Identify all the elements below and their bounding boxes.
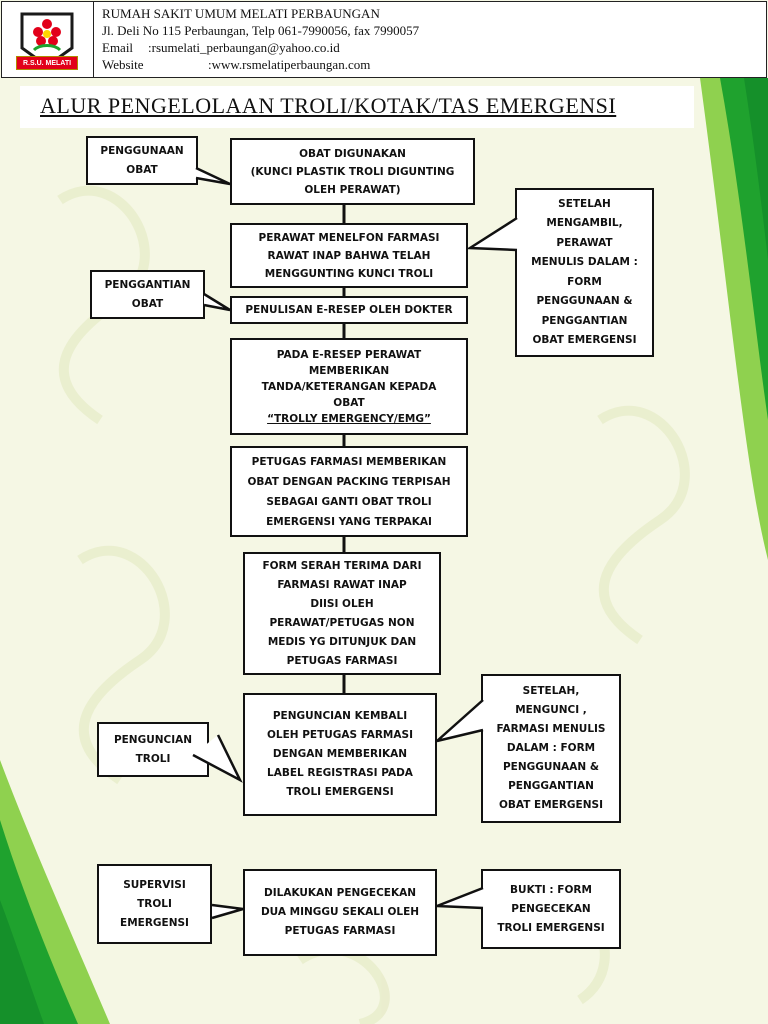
flow-step-line: PERAWAT/PETUGAS NON bbox=[269, 616, 415, 629]
right-note-line: PENGECEKAN bbox=[511, 902, 591, 915]
right-note-line: FORM bbox=[567, 275, 602, 288]
flow-step-4: PADA E-RESEP PERAWAT MEMBERIKAN TANDA/KE… bbox=[230, 338, 468, 435]
website-value[interactable]: :www.rsmelatiperbaungan.com bbox=[208, 57, 371, 72]
left-label-line: PENGGANTIAN bbox=[104, 278, 191, 291]
flow-step-line: DUA MINGGU SEKALI OLEH bbox=[260, 906, 420, 918]
flow-step-2: PERAWAT MENELFON FARMASI RAWAT INAP BAHW… bbox=[230, 223, 468, 288]
right-note-setelah-mengunci: SETELAH, MENGUNCI , FARMASI MENULIS DALA… bbox=[481, 674, 621, 823]
right-note-line: OBAT EMERGENSI bbox=[532, 334, 637, 346]
email-label: Email bbox=[102, 40, 134, 55]
flow-step-8: DILAKUKAN PENGECEKAN DUA MINGGU SEKALI O… bbox=[243, 869, 437, 956]
flow-step-line: OBAT DENGAN PACKING TERPISAH bbox=[247, 475, 451, 488]
flow-step-line: DIISI OLEH bbox=[310, 597, 374, 610]
flow-step-line: PADA E-RESEP PERAWAT bbox=[276, 348, 422, 361]
right-note-line: MENGAMBIL, bbox=[546, 217, 623, 229]
left-label-line: PENGUNCIAN bbox=[113, 733, 193, 746]
left-label-line: OBAT bbox=[131, 297, 164, 310]
left-label-penggantian-obat: PENGGANTIAN OBAT bbox=[90, 270, 205, 319]
right-note-line: OBAT EMERGENSI bbox=[499, 799, 603, 811]
flow-step-line: MEDIS YG DITUNJUK DAN bbox=[267, 635, 417, 648]
right-note-line: SETELAH, bbox=[522, 685, 580, 697]
flow-step-line: “TROLLY EMERGENCY/EMG” bbox=[267, 412, 431, 425]
flow-step-line: PETUGAS FARMASI bbox=[286, 654, 398, 667]
flow-step-line: LABEL REGISTRASI PADA bbox=[267, 767, 413, 779]
flow-step-line: RAWAT INAP BAHWA TELAH bbox=[267, 249, 431, 262]
right-note-line: FARMASI MENULIS bbox=[496, 723, 606, 735]
flow-step-line: FORM SERAH TERIMA DARI bbox=[262, 559, 422, 572]
flow-step-line: OLEH PETUGAS FARMASI bbox=[267, 729, 413, 741]
left-label-line: SUPERVISI bbox=[123, 878, 186, 891]
flow-step-line: SEBAGAI GANTI OBAT TROLI bbox=[266, 495, 432, 508]
right-note-form-penggunaan: SETELAH MENGAMBIL, PERAWAT MENULIS DALAM… bbox=[515, 188, 654, 357]
title-panel: ALUR PENGELOLAAN TROLI/KOTAK/TAS EMERGEN… bbox=[20, 86, 694, 128]
right-note-line: DALAM : FORM bbox=[506, 742, 596, 754]
flow-step-line: PENULISAN E-RESEP OLEH DOKTER bbox=[245, 304, 453, 316]
flow-step-line: MENGGUNTING KUNCI TROLI bbox=[264, 267, 434, 280]
letterhead-text: RUMAH SAKIT UMUM MELATI PERBAUNGAN Jl. D… bbox=[102, 5, 762, 73]
hospital-name: RUMAH SAKIT UMUM MELATI PERBAUNGAN bbox=[102, 6, 380, 21]
logo-label: R.S.U. MELATI bbox=[16, 56, 78, 70]
flow-step-6: FORM SERAH TERIMA DARI FARMASI RAWAT INA… bbox=[243, 552, 441, 675]
flow-step-line: DENGAN MEMBERIKAN bbox=[272, 748, 408, 760]
website-line: Website :www.rsmelatiperbaungan.com bbox=[102, 56, 762, 73]
flow-step-5: PETUGAS FARMASI MEMBERIKAN OBAT DENGAN P… bbox=[230, 446, 468, 537]
right-note-line: SETELAH bbox=[558, 197, 611, 210]
flow-step-7: PENGUNCIAN KEMBALI OLEH PETUGAS FARMASI … bbox=[243, 693, 437, 816]
flow-step-3: PENULISAN E-RESEP OLEH DOKTER bbox=[230, 296, 468, 324]
letterhead: R.S.U. MELATI RUMAH SAKIT UMUM MELATI PE… bbox=[1, 1, 767, 78]
right-note-bukti-pengecekan: BUKTI : FORM PENGECEKAN TROLI EMERGENSI bbox=[481, 869, 621, 949]
flow-step-1: OBAT DIGUNAKAN (KUNCI PLASTIK TROLI DIGU… bbox=[230, 138, 475, 205]
flow-step-line: FARMASI RAWAT INAP bbox=[277, 578, 407, 591]
email-value[interactable]: :rsumelati_perbaungan@yahoo.co.id bbox=[148, 40, 340, 55]
left-label-line: OBAT bbox=[126, 163, 158, 176]
flow-step-line: (KUNCI PLASTIK TROLI DIGUNTING bbox=[250, 165, 455, 178]
left-label-line: PENGGUNAAN bbox=[100, 144, 184, 157]
flow-step-line: OBAT DIGUNAKAN bbox=[299, 147, 406, 160]
left-label-penggunaan-obat: PENGGUNAAN OBAT bbox=[86, 136, 198, 185]
flow-step-line: OBAT bbox=[333, 396, 365, 409]
flow-step-line: DILAKUKAN PENGECEKAN bbox=[264, 887, 416, 899]
left-label-penguncian-troli: PENGUNCIAN TROLI bbox=[97, 722, 209, 777]
right-note-line: MENGUNCI , bbox=[515, 704, 587, 716]
right-note-line: PENGGANTIAN bbox=[508, 780, 594, 792]
right-note-line: TROLI EMERGENSI bbox=[497, 921, 605, 934]
email-line: Email :rsumelati_perbaungan@yahoo.co.id bbox=[102, 39, 762, 56]
left-label-line: TROLI bbox=[137, 897, 172, 910]
flow-step-line: OLEH PERAWAT) bbox=[304, 183, 401, 196]
flow-step-line: PENGUNCIAN KEMBALI bbox=[272, 710, 408, 722]
page-title: ALUR PENGELOLAAN TROLI/KOTAK/TAS EMERGEN… bbox=[40, 93, 617, 118]
flow-step-line: TANDA/KETERANGAN KEPADA bbox=[261, 380, 437, 393]
flow-step-line: MEMBERIKAN bbox=[308, 364, 390, 377]
left-label-line: TROLI bbox=[135, 752, 171, 765]
flow-step-line: PERAWAT MENELFON FARMASI bbox=[258, 231, 440, 244]
website-label: Website bbox=[102, 57, 144, 72]
right-note-line: MENULIS DALAM : bbox=[531, 256, 638, 268]
left-label-supervisi-troli: SUPERVISI TROLI EMERGENSI bbox=[97, 864, 212, 944]
hospital-address: Jl. Deli No 115 Perbaungan, Telp 061-799… bbox=[102, 23, 420, 38]
flow-step-line: TROLI EMERGENSI bbox=[286, 786, 394, 798]
right-note-line: PENGGUNAAN & bbox=[502, 761, 600, 773]
flow-step-line: PETUGAS FARMASI bbox=[284, 925, 396, 937]
flow-step-line: EMERGENSI YANG TERPAKAI bbox=[266, 515, 432, 528]
right-note-line: PERAWAT bbox=[556, 236, 613, 249]
logo: R.S.U. MELATI bbox=[2, 2, 94, 77]
right-note-line: PENGGANTIAN bbox=[541, 314, 628, 327]
left-label-line: EMERGENSI bbox=[120, 916, 189, 929]
right-note-line: PENGGUNAAN & bbox=[536, 295, 633, 307]
right-note-line: BUKTI : FORM bbox=[510, 883, 592, 896]
flow-step-line: PETUGAS FARMASI MEMBERIKAN bbox=[251, 455, 447, 468]
